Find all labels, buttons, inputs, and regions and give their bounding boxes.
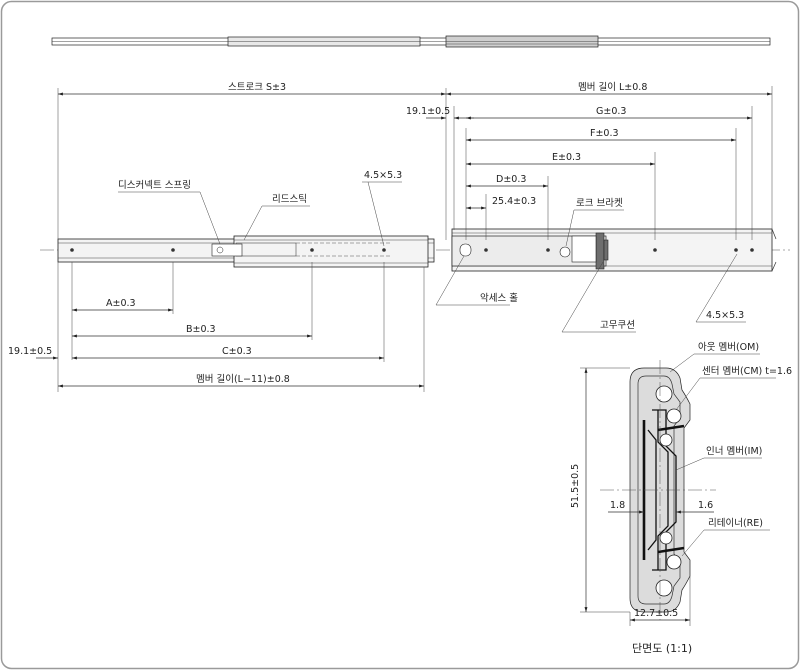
e-dimension-label: E±0.3 bbox=[552, 152, 581, 163]
slot-right-label: 4.5×5.3 bbox=[706, 310, 744, 321]
extension-lines bbox=[57, 86, 773, 392]
gap-left-label: 1.8 bbox=[610, 500, 625, 511]
lock-bracket-label: 로크 브라켓 bbox=[576, 198, 623, 209]
rubber-cushion-label: 고무쿠션 bbox=[600, 320, 635, 331]
access-hole-label: 악세스 홀 bbox=[480, 292, 518, 304]
stroke-label: 스트로크 S±3 bbox=[228, 82, 286, 93]
member-length-short-label: 멤버 길이(L−11)±0.8 bbox=[196, 373, 290, 385]
g-dimension-label: G±0.3 bbox=[596, 106, 626, 117]
section-caption: 단면도 (1:1) bbox=[632, 642, 692, 655]
c-dimension-label: C±0.3 bbox=[222, 346, 252, 357]
section-view bbox=[580, 353, 776, 626]
outer-member-label: 아웃 멤버(OM) bbox=[698, 342, 759, 353]
gap-right-label: 1.6 bbox=[698, 500, 713, 511]
lead-stick-label: 리드스틱 bbox=[272, 193, 307, 205]
retainer-label: 리테이너(RE) bbox=[708, 518, 763, 529]
leader-lines bbox=[118, 181, 746, 333]
offset-left-label: 19.1±0.5 bbox=[8, 346, 52, 357]
top-view bbox=[51, 35, 771, 48]
dimension-labels: 스트로크 S±3 멤버 길이 L±0.8 19.1±0.5 G±0.3 F±0.… bbox=[8, 81, 744, 385]
height-label: 51.5±0.5 bbox=[570, 464, 581, 508]
a-dimension-label: A±0.3 bbox=[106, 298, 136, 309]
member-length-label: 멤버 길이 L±0.8 bbox=[578, 81, 647, 93]
d-dimension-label: D±0.3 bbox=[496, 174, 526, 185]
disconnect-spring-label: 디스커넥트 스프링 bbox=[118, 179, 191, 191]
f-dimension-label: F±0.3 bbox=[590, 128, 619, 139]
pitch-label: 25.4±0.3 bbox=[492, 196, 536, 207]
side-view bbox=[40, 228, 790, 272]
width-label: 12.7±0.5 bbox=[634, 608, 678, 619]
section-labels: 아웃 멤버(OM) 센터 멤버(CM) t=1.6 인너 멤버(IM) 51.5… bbox=[570, 342, 792, 655]
b-dimension-label: B±0.3 bbox=[186, 324, 216, 335]
dimension-lines bbox=[36, 92, 772, 388]
offset-right-label: 19.1±0.5 bbox=[406, 106, 450, 117]
inner-member-label: 인너 멤버(IM) bbox=[706, 446, 762, 457]
slot-left-label: 4.5×5.3 bbox=[364, 170, 402, 181]
center-member-label: 센터 멤버(CM) t=1.6 bbox=[702, 366, 792, 377]
